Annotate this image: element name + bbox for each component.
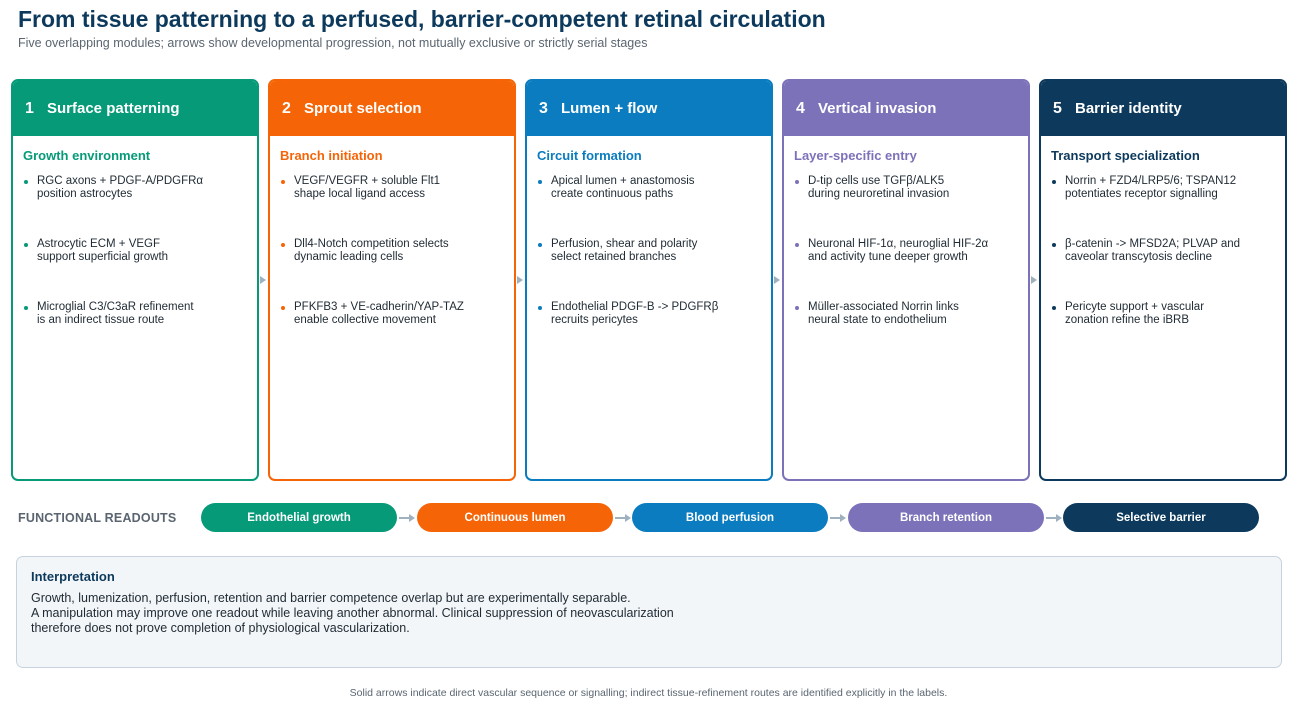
module-number: 2	[282, 99, 291, 117]
footnote: Solid arrows indicate direct vascular se…	[349, 687, 948, 699]
module-subtitle: Transport specialization	[1051, 148, 1200, 163]
bullet-item: Astrocytic ECM + VEGF support superficia…	[23, 238, 257, 301]
bullet-text: Neuronal HIF-1α, neuroglial HIF-2α and a…	[808, 238, 989, 263]
readout-endothelial-growth: Endothelial growth	[201, 503, 397, 532]
bullet-item: Neuronal HIF-1α, neuroglial HIF-2α and a…	[794, 238, 1028, 301]
bullet-item: RGC axons + PDGF-A/PDGFRα position astro…	[23, 175, 257, 238]
module-title: Sprout selection	[304, 100, 422, 117]
bullet-item: Dll4-Notch competition selects dynamic l…	[280, 238, 514, 301]
readout-continuous-lumen: Continuous lumen	[417, 503, 613, 532]
module-arrow-icon	[1031, 276, 1037, 284]
module-barrier-identity: 5 Barrier identity Transport specializat…	[1039, 79, 1287, 481]
module-header: 3 Lumen + flow	[527, 81, 771, 136]
page-subtitle: Five overlapping modules; arrows show de…	[18, 36, 648, 50]
bullet-list: RGC axons + PDGF-A/PDGFRα position astro…	[13, 175, 257, 364]
bullet-text: Microglial C3/C3aR refinement is an indi…	[37, 301, 194, 326]
readout-arrow-icon	[1046, 514, 1062, 522]
bullet-item: VEGF/VEGFR + soluble Flt1 shape local li…	[280, 175, 514, 238]
bullet-text: D-tip cells use TGFβ/ALK5 during neurore…	[808, 175, 950, 200]
module-header: 5 Barrier identity	[1041, 81, 1285, 136]
module-arrow-icon	[260, 276, 266, 284]
bullet-item: PFKFB3 + VE-cadherin/YAP-TAZ enable coll…	[280, 301, 514, 364]
bullet-item: Perfusion, shear and polarity select ret…	[537, 238, 771, 301]
module-title: Surface patterning	[47, 100, 180, 117]
page-title: From tissue patterning to a perfused, ba…	[18, 6, 826, 32]
readout-blood-perfusion: Blood perfusion	[632, 503, 828, 532]
readout-selective-barrier: Selective barrier	[1063, 503, 1259, 532]
module-header: 1 Surface patterning	[13, 81, 257, 136]
module-subtitle: Growth environment	[23, 148, 151, 163]
bullet-list: Norrin + FZD4/LRP5/6; TSPAN12 potentiate…	[1041, 175, 1285, 364]
bullet-text: VEGF/VEGFR + soluble Flt1 shape local li…	[294, 175, 441, 200]
module-lumen-flow: 3 Lumen + flow Circuit formation Apical …	[525, 79, 773, 481]
module-number: 1	[25, 99, 34, 117]
module-subtitle: Layer-specific entry	[794, 148, 917, 163]
readout-arrow-icon	[399, 514, 415, 522]
bullet-text: Norrin + FZD4/LRP5/6; TSPAN12 potentiate…	[1065, 175, 1237, 200]
module-subtitle: Branch initiation	[280, 148, 383, 163]
bullet-item: D-tip cells use TGFβ/ALK5 during neurore…	[794, 175, 1028, 238]
bullet-item: Endothelial PDGF-B -> PDGFRβ recruits pe…	[537, 301, 771, 364]
module-number: 4	[796, 99, 805, 117]
bullet-item: β-catenin -> MFSD2A; PLVAP and caveolar …	[1051, 238, 1285, 301]
module-arrow-icon	[517, 276, 523, 284]
bullet-text: Pericyte support + vascular zonation ref…	[1065, 301, 1205, 326]
bullet-list: D-tip cells use TGFβ/ALK5 during neurore…	[784, 175, 1028, 364]
module-title: Vertical invasion	[818, 100, 937, 117]
module-sprout-selection: 2 Sprout selection Branch initiation VEG…	[268, 79, 516, 481]
module-number: 3	[539, 99, 548, 117]
bullet-text: RGC axons + PDGF-A/PDGFRα position astro…	[37, 175, 204, 200]
interpretation-body: Growth, lumenization, perfusion, retenti…	[31, 591, 674, 635]
module-title: Lumen + flow	[561, 100, 658, 117]
bullet-item: Norrin + FZD4/LRP5/6; TSPAN12 potentiate…	[1051, 175, 1285, 238]
module-arrow-icon	[774, 276, 780, 284]
module-header: 2 Sprout selection	[270, 81, 514, 136]
readout-arrow-icon	[830, 514, 846, 522]
bullet-text: Apical lumen + anastomosis create contin…	[551, 175, 695, 200]
bullet-text: Perfusion, shear and polarity select ret…	[551, 238, 698, 263]
module-header: 4 Vertical invasion	[784, 81, 1028, 136]
module-title: Barrier identity	[1075, 100, 1182, 117]
bullet-list: Apical lumen + anastomosis create contin…	[527, 175, 771, 364]
interpretation-box: Interpretation Growth, lumenization, per…	[16, 556, 1282, 668]
readouts-label: FUNCTIONAL READOUTS	[18, 511, 177, 525]
interpretation-title: Interpretation	[31, 569, 115, 584]
bullet-text: Endothelial PDGF-B -> PDGFRβ recruits pe…	[551, 301, 719, 326]
bullet-text: Dll4-Notch competition selects dynamic l…	[294, 238, 449, 263]
module-number: 5	[1053, 99, 1062, 117]
bullet-item: Müller-associated Norrin links neural st…	[794, 301, 1028, 364]
bullet-list: VEGF/VEGFR + soluble Flt1 shape local li…	[270, 175, 514, 364]
bullet-item: Pericyte support + vascular zonation ref…	[1051, 301, 1285, 364]
bullet-item: Microglial C3/C3aR refinement is an indi…	[23, 301, 257, 364]
readout-branch-retention: Branch retention	[848, 503, 1044, 532]
module-surface-patterning: 1 Surface patterning Growth environment …	[11, 79, 259, 481]
bullet-text: β-catenin -> MFSD2A; PLVAP and caveolar …	[1065, 238, 1241, 263]
bullet-item: Apical lumen + anastomosis create contin…	[537, 175, 771, 238]
bullet-text: Müller-associated Norrin links neural st…	[808, 301, 959, 326]
bullet-text: Astrocytic ECM + VEGF support superficia…	[37, 238, 169, 263]
bullet-text: PFKFB3 + VE-cadherin/YAP-TAZ enable coll…	[294, 301, 464, 326]
readout-arrow-icon	[615, 514, 631, 522]
module-vertical-invasion: 4 Vertical invasion Layer-specific entry…	[782, 79, 1030, 481]
module-subtitle: Circuit formation	[537, 148, 642, 163]
